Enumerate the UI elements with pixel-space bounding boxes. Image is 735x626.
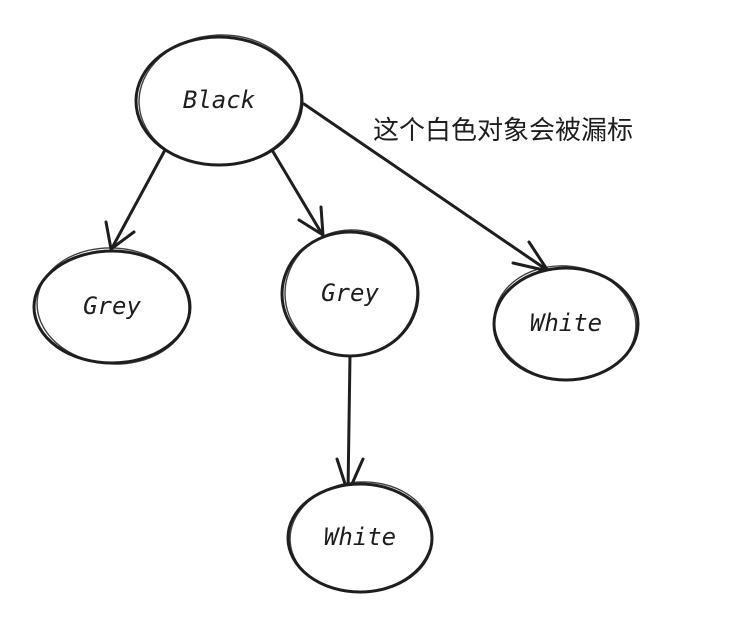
edge-black-to-grey-middle (270, 148, 325, 237)
node-white-bottom-label: White (324, 523, 396, 551)
node-grey-middle-label: Grey (321, 279, 379, 307)
node-grey-left-label: Grey (83, 292, 141, 320)
edge-grey-middle-to-white-bottom (335, 353, 365, 495)
node-black-label: Black (183, 86, 256, 114)
node-grey-middle: Grey (280, 229, 420, 358)
node-white-right-label: White (530, 309, 602, 337)
node-white-right: White (492, 265, 640, 382)
node-black: Black (134, 34, 304, 167)
node-grey-left: Grey (32, 247, 192, 365)
missed-mark-annotation: 这个白色对象会被漏标 (373, 116, 634, 146)
edge-black-to-grey-left (104, 148, 167, 251)
node-white-bottom: White (286, 481, 434, 594)
